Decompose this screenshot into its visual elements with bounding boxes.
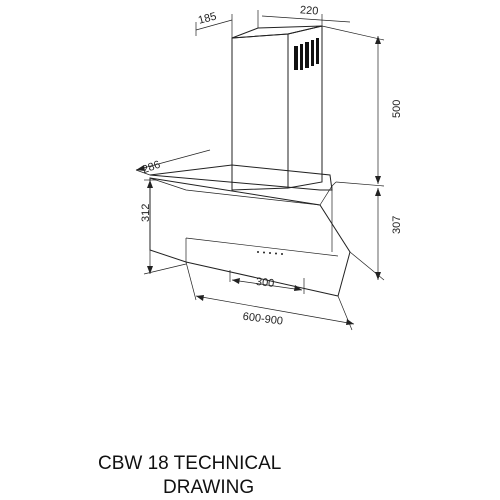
vent-grille — [294, 38, 319, 70]
dim-chimney-depth: 185 — [195, 10, 233, 38]
dim-hood-width: 600-900 — [185, 261, 355, 331]
dim-label-307: 307 — [391, 216, 403, 234]
dim-label-300: 300 — [255, 276, 275, 290]
dim-hood-height: 307 — [349, 188, 403, 281]
dim-label-312: 312 — [140, 204, 152, 222]
drawing-title-line1: CBW 18 TECHNICAL — [98, 453, 282, 474]
dim-label-220: 220 — [300, 4, 319, 17]
dim-label-185: 185 — [197, 10, 218, 26]
drawing-title-line2: DRAWING — [163, 477, 255, 498]
dim-outlet-width: 300 — [229, 270, 305, 294]
dim-chimney-width: 220 — [257, 4, 351, 28]
dim-hood-depth: 286 — [135, 149, 211, 177]
hood-body — [149, 164, 351, 297]
technical-drawing: 185 220 500 286 312 307 — [135, 4, 403, 331]
control-panel-dots — [257, 251, 283, 255]
dim-label-600-900: 600-900 — [242, 311, 284, 328]
dim-chimney-height: 500 — [321, 25, 403, 187]
dim-label-286: 286 — [141, 159, 162, 177]
dim-label-500: 500 — [391, 100, 403, 118]
chimney — [231, 25, 323, 191]
dim-glass-height: 312 — [140, 179, 187, 275]
